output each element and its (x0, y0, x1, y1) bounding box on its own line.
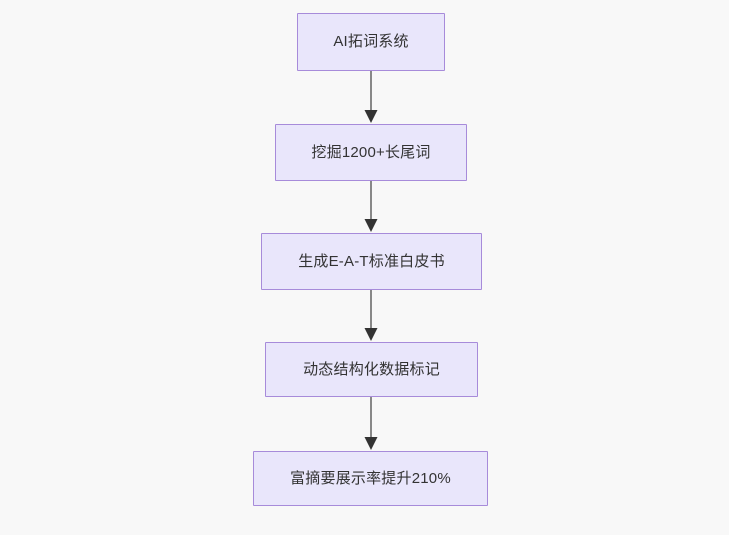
connector-node1-node2 (356, 71, 386, 124)
flow-node-label: 动态结构化数据标记 (303, 360, 440, 378)
flow-node-eat-whitepaper[interactable]: 生成E-A-T标准白皮书 (261, 233, 482, 290)
connector-node2-node3 (356, 181, 386, 233)
flow-node-rich-snippet-result[interactable]: 富摘要展示率提升210% (253, 451, 488, 506)
connector-node3-node4 (356, 290, 386, 342)
connector-node4-node5 (356, 397, 386, 451)
flow-node-label: 生成E-A-T标准白皮书 (298, 252, 445, 270)
flow-node-ai-keyword-system[interactable]: AI拓词系统 (297, 13, 445, 71)
flow-node-structured-data-markup[interactable]: 动态结构化数据标记 (265, 342, 478, 397)
flow-node-label: 挖掘1200+长尾词 (311, 143, 431, 161)
flow-node-longtail-keywords[interactable]: 挖掘1200+长尾词 (275, 124, 467, 181)
flow-node-label: AI拓词系统 (333, 33, 409, 50)
flow-node-label: 富摘要展示率提升210% (290, 469, 451, 487)
